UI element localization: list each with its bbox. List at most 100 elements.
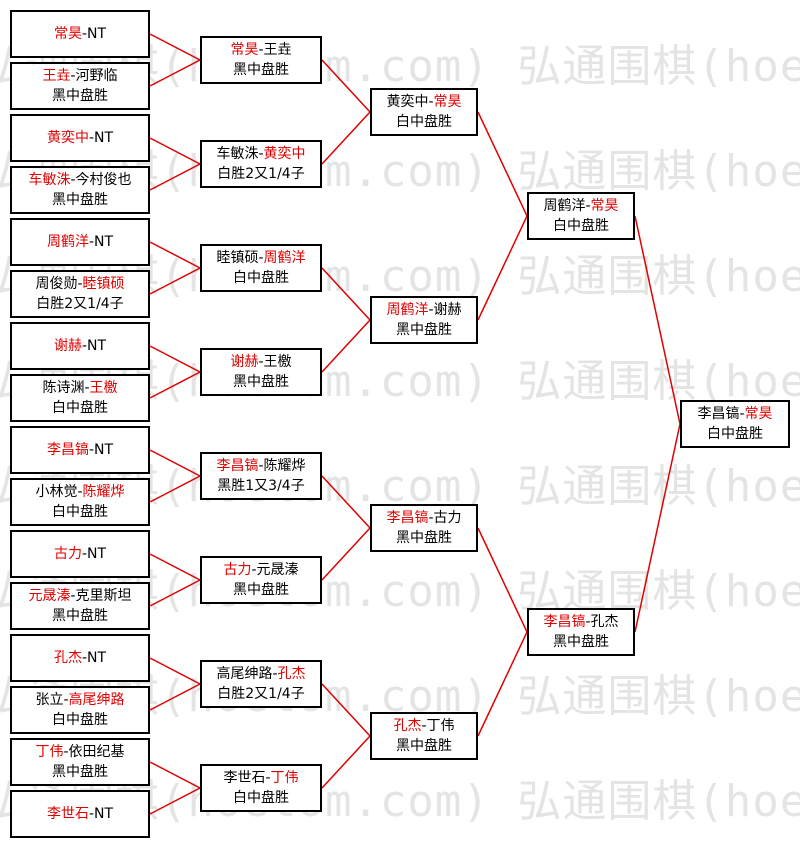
player-name: 孔杰 xyxy=(590,614,619,630)
player-name: 王檄 xyxy=(263,354,292,370)
match-players: 李昌镐-陈耀烨 xyxy=(216,456,305,476)
separator: - xyxy=(70,68,76,84)
match-players: 谢赫-NT xyxy=(54,336,106,356)
match-box-round3: 李昌镐-古力黑中盘胜 xyxy=(370,504,478,552)
player-name: 李昌镐 xyxy=(386,510,429,526)
player-name: 常昊 xyxy=(433,94,462,110)
player-name: 李世石 xyxy=(223,770,266,786)
match-result: 黑中盘胜 xyxy=(233,374,289,390)
bracket-connector xyxy=(149,267,201,295)
match-result: 白胜2又1/4子 xyxy=(217,686,305,702)
player-name: NT xyxy=(87,650,107,666)
match-result: 白中盘胜 xyxy=(553,218,609,234)
player-name: 王垚 xyxy=(42,68,71,84)
match-box-round3: 周鹤洋-谢赫黑中盘胜 xyxy=(370,296,478,344)
match-box-round4: 周鹤洋-常昊白中盘胜 xyxy=(527,192,635,240)
bracket-connector xyxy=(149,683,201,711)
match-box-round1: 李昌镐-NT xyxy=(10,426,150,474)
match-players: 小林觉-陈耀烨 xyxy=(35,482,124,502)
match-box-round2: 高尾绅路-孔杰白胜2又1/4子 xyxy=(200,660,322,708)
player-name: 张立 xyxy=(35,692,64,708)
player-name: NT xyxy=(87,546,107,562)
match-box-round2: 古力-元晟溱黑中盘胜 xyxy=(200,556,322,604)
match-players: 李世石-丁伟 xyxy=(223,768,298,788)
bracket-connector xyxy=(321,683,371,737)
player-name: 河野临 xyxy=(75,68,118,84)
player-name: NT xyxy=(87,26,107,42)
player-name: 孔杰 xyxy=(53,650,82,666)
match-result: 白中盘胜 xyxy=(233,790,289,806)
match-box-round1: 张立-高尾绅路白中盘胜 xyxy=(10,686,150,734)
player-name: 常昊 xyxy=(230,42,259,58)
player-name: 车敏洙 xyxy=(216,146,259,162)
match-players: 睦镇硕-周鹤洋 xyxy=(216,248,305,268)
match-players: 张立-高尾绅路 xyxy=(35,690,124,710)
match-result: 黑中盘胜 xyxy=(233,582,289,598)
player-name: 丁伟 xyxy=(426,718,455,734)
player-name: 丁伟 xyxy=(35,744,64,760)
separator: - xyxy=(265,770,271,786)
match-box-round1: 车敏洙-今村俊也黑中盘胜 xyxy=(10,166,150,214)
match-players: 李昌镐-NT xyxy=(47,440,113,460)
separator: - xyxy=(258,354,264,370)
player-name: 古力 xyxy=(53,546,82,562)
match-box-round1: 常昊-NT xyxy=(10,10,150,58)
bracket-connector xyxy=(149,371,201,399)
match-box-round3: 黄奕中-常昊白中盘胜 xyxy=(370,88,478,136)
player-name: 黄奕中 xyxy=(263,146,306,162)
separator: - xyxy=(88,234,95,250)
player-name: 常昊 xyxy=(590,198,619,214)
match-players: 周鹤洋-NT xyxy=(47,232,113,252)
match-result: 黑中盘胜 xyxy=(52,192,108,208)
separator: - xyxy=(63,744,69,760)
separator: - xyxy=(70,588,76,604)
player-name: 高尾绅路 xyxy=(216,666,273,682)
match-result: 白中盘胜 xyxy=(52,400,108,416)
player-name: 黄奕中 xyxy=(46,130,89,146)
match-result: 黑中盘胜 xyxy=(52,88,108,104)
match-players: 孔杰-丁伟 xyxy=(393,716,454,736)
match-box-round1: 周俊勋-睦镇硕白胜2又1/4子 xyxy=(10,270,150,318)
bracket-connector xyxy=(321,319,371,373)
match-players: 周鹤洋-常昊 xyxy=(543,196,618,216)
match-box-round1: 小林觉-陈耀烨白中盘胜 xyxy=(10,478,150,526)
match-result: 白胜2又1/4子 xyxy=(36,296,124,312)
match-result: 白中盘胜 xyxy=(52,712,108,728)
player-name: 孔杰 xyxy=(277,666,306,682)
match-players: 李昌镐-古力 xyxy=(386,508,461,528)
match-players: 李昌镐-常昊 xyxy=(697,404,772,424)
match-players: 孔杰-NT xyxy=(54,648,106,668)
bracket-connector xyxy=(149,59,201,87)
separator: - xyxy=(84,380,90,396)
separator: - xyxy=(63,692,69,708)
match-box-round1: 丁伟-依田纪基黑中盘胜 xyxy=(10,738,150,786)
player-name: 李昌镐 xyxy=(697,406,740,422)
match-box-round1: 元晟溱-克里斯坦黑中盘胜 xyxy=(10,582,150,630)
separator: - xyxy=(70,172,76,188)
player-name: 陈诗渊 xyxy=(42,380,85,396)
match-result: 黑中盘胜 xyxy=(396,322,452,338)
bracket-connector xyxy=(634,215,681,425)
player-name: NT xyxy=(94,130,114,146)
separator: - xyxy=(81,546,88,562)
player-name: 王垚 xyxy=(263,42,292,58)
match-box-round1: 李世石-NT xyxy=(10,790,150,838)
separator: - xyxy=(739,406,745,422)
match-players: 高尾绅路-孔杰 xyxy=(216,664,305,684)
player-name: 李昌镐 xyxy=(216,458,259,474)
match-result: 白胜2又1/4子 xyxy=(217,166,305,182)
match-players: 王垚-河野临 xyxy=(42,66,117,86)
match-result: 黑中盘胜 xyxy=(233,62,289,78)
bracket-connector xyxy=(149,475,201,503)
match-players: 车敏洙-今村俊也 xyxy=(28,170,131,190)
separator: - xyxy=(585,198,591,214)
player-name: 谢赫 xyxy=(230,354,259,370)
player-name: NT xyxy=(87,338,107,354)
match-box-round1: 王垚-河野临黑中盘胜 xyxy=(10,62,150,110)
separator: - xyxy=(258,146,264,162)
player-name: 周鹤洋 xyxy=(543,198,586,214)
match-players: 常昊-王垚 xyxy=(230,40,291,60)
match-result: 黑中盘胜 xyxy=(553,634,609,650)
bracket-connector xyxy=(149,137,201,165)
